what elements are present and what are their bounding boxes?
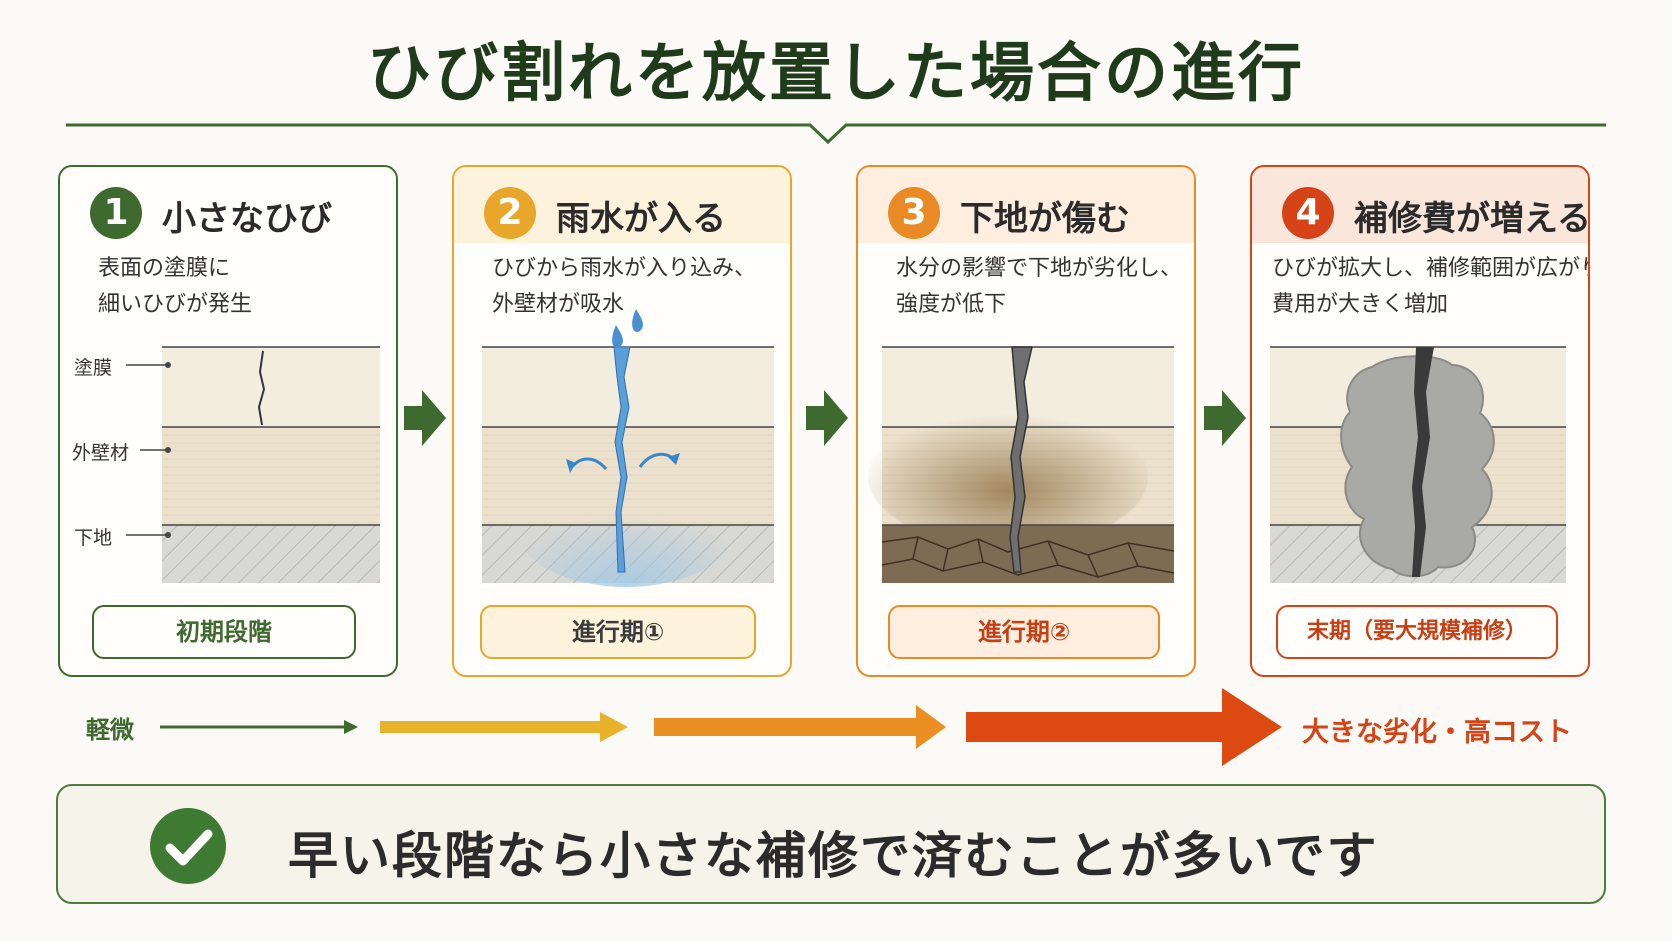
description-line: ひびが拡大し、補修範囲が広がり xyxy=(1272,256,1590,281)
substrate-damage-illustration xyxy=(868,346,1175,583)
stage-title: 下地が傷む xyxy=(960,199,1130,239)
description-line: 細いひびが発生 xyxy=(98,292,253,317)
stage-description: ひびから雨水が入り込み、 外壁材が吸水 xyxy=(492,251,790,323)
stage-label: 進行期② xyxy=(888,605,1160,659)
water-infiltration-illustration xyxy=(482,309,774,587)
chevron-right-arrow-icon xyxy=(806,390,848,446)
wall-cross-section-illustration xyxy=(126,346,380,583)
stage-number-badge: 3 xyxy=(888,187,940,239)
title-divider xyxy=(66,123,1606,145)
page-title: ひび割れを放置した場合の進行 xyxy=(367,37,1305,111)
description-line: ひびから雨水が入り込み、 xyxy=(492,256,757,281)
stage-card-2: 2 雨水が入る ひびから雨水が入り込み、 外壁材が吸水 xyxy=(452,165,792,677)
stage-card-1: 1 小さなひび 表面の塗膜に 細いひびが発生 塗膜 外壁材 下地 初期段階 xyxy=(58,165,398,677)
stage-number-badge: 1 xyxy=(90,187,142,239)
stage-card-3: 3 下地が傷む 水分の影響で下地が劣化し、 強度が低下 xyxy=(856,165,1196,677)
description-line: 水分の影響で下地が劣化し、 xyxy=(896,256,1183,281)
description-line: 費用が大きく増加 xyxy=(1272,292,1449,317)
stage-number-badge: 4 xyxy=(1282,187,1334,239)
stage-title: 小さなひび xyxy=(162,199,332,239)
description-line: 表面の塗膜に xyxy=(98,256,231,281)
layer-label-substrate: 下地 xyxy=(74,527,113,549)
conclusion-text: 早い段階なら小さな補修で済むことが多いです xyxy=(288,827,1379,885)
stage-title: 補修費が増える xyxy=(1354,199,1590,239)
stage-label: 末期（要大規模補修） xyxy=(1276,605,1558,659)
large-crack-illustration xyxy=(1270,346,1566,583)
stage-number-badge: 2 xyxy=(484,187,536,239)
conclusion-box: 早い段階なら小さな補修で済むことが多いです xyxy=(56,784,1606,904)
description-line: 強度が低下 xyxy=(896,292,1007,317)
layer-label-coating: 塗膜 xyxy=(74,357,113,379)
severity-high-label: 大きな劣化・高コスト xyxy=(1302,717,1572,748)
stage-label: 初期段階 xyxy=(92,605,356,659)
description-line: 外壁材が吸水 xyxy=(492,292,625,317)
stage-title: 雨水が入る xyxy=(556,199,726,239)
water-drop-icon xyxy=(612,309,643,349)
layer-label-wall-material: 外壁材 xyxy=(72,442,130,464)
stage-description: ひびが拡大し、補修範囲が広がり 費用が大きく増加 xyxy=(1272,251,1590,323)
severity-low-label: 軽微 xyxy=(86,716,134,744)
stage-card-4: 4 補修費が増える ひびが拡大し、補修範囲が広がり 費用が大きく増加 末期（要大… xyxy=(1250,165,1590,677)
chevron-right-arrow-icon xyxy=(404,390,446,446)
chevron-right-arrow-icon xyxy=(1204,390,1246,446)
stage-label: 進行期① xyxy=(480,605,756,659)
stage-description: 水分の影響で下地が劣化し、 強度が低下 xyxy=(896,251,1194,323)
checkmark-icon xyxy=(150,808,226,884)
stage-description: 表面の塗膜に 細いひびが発生 xyxy=(98,251,396,323)
